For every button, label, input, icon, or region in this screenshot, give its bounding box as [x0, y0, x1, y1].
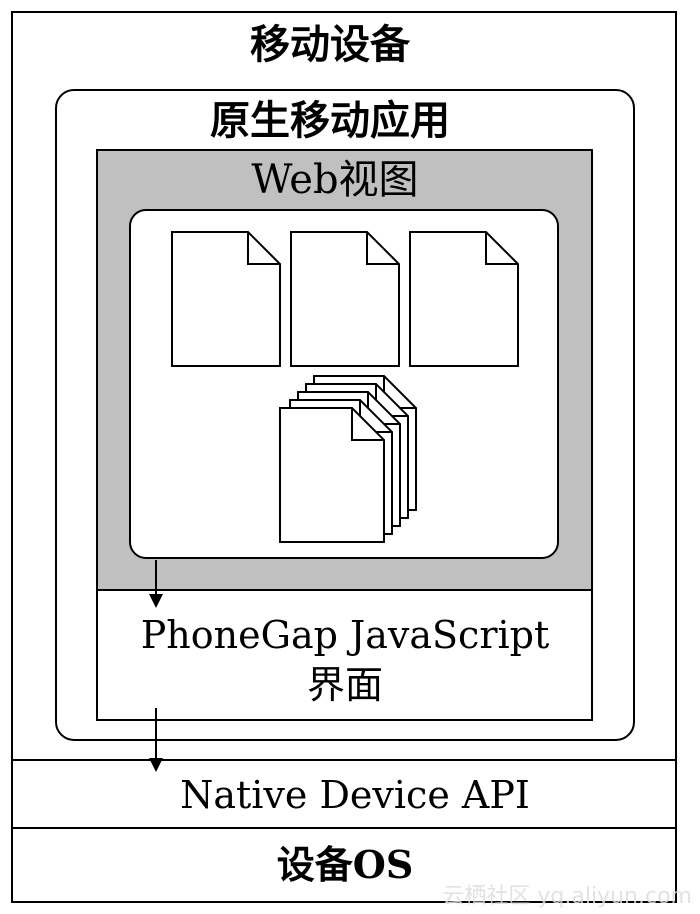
phonegap-interface-box — [96, 589, 593, 721]
document-icon — [171, 231, 281, 367]
arrow-webview-to-phonegap — [149, 560, 163, 608]
device-os-label: 设备OS — [277, 842, 414, 887]
mobile-device-title: 移动设备 — [250, 21, 411, 68]
document-stack-icon — [279, 375, 417, 543]
document-icon — [290, 231, 400, 367]
webview-title: Web视图 — [251, 157, 418, 203]
native-app-title: 原生移动应用 — [210, 97, 450, 144]
phonegap-label-line2: 界面 — [307, 663, 383, 707]
document-icon — [409, 231, 519, 367]
native-api-label: Native Device API — [180, 773, 530, 817]
phonegap-label-line1: PhoneGap JavaScript — [141, 613, 550, 657]
watermark: 云栖社区 yq.aliyun.com — [442, 884, 692, 909]
arrow-phonegap-to-native-api — [149, 708, 163, 772]
